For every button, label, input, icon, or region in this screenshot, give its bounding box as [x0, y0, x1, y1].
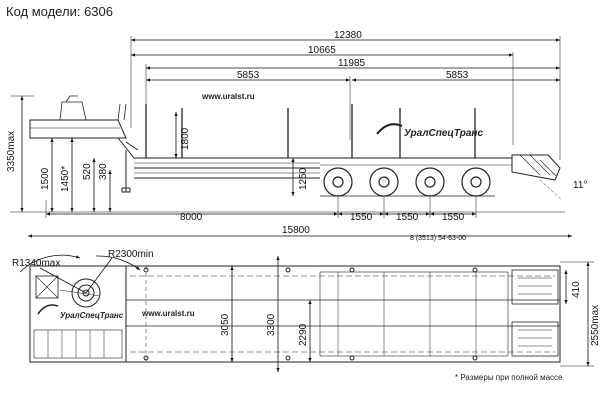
top-website: www.uralst.ru [141, 309, 195, 318]
dim-11985: 11985 [338, 58, 366, 69]
dim-12380: 12380 [334, 30, 362, 41]
dim-r1340: R1340max [12, 258, 60, 269]
side-brand-text: УралСпецТранс [404, 128, 483, 139]
dim-1800: 1800 [180, 127, 191, 150]
dim-410: 410 [571, 281, 582, 298]
top-brand-logo: УралСпецТранс [37, 304, 124, 320]
dim-angle: 11° [573, 180, 587, 191]
side-view-trailer [29, 95, 563, 201]
model-label: Код модели: [6, 4, 81, 19]
model-header: Код модели: 6306 [6, 4, 113, 19]
dim-2290: 2290 [298, 323, 309, 346]
model-value: 6306 [84, 4, 113, 19]
dim-3050: 3050 [220, 313, 231, 336]
phone-number: 8 (3513) 54-63-00 [410, 235, 466, 242]
dim-3350max: 3350max [6, 131, 17, 172]
dim-15800: 15800 [282, 225, 310, 236]
top-brand-text: УралСпецТранс [60, 311, 124, 320]
top-dimensions [130, 36, 561, 160]
dim-r2300: R2300min [108, 249, 154, 260]
side-bottom-dims [28, 196, 572, 238]
dim-520: 520 [82, 163, 93, 180]
dim-1500: 1500 [40, 167, 51, 190]
side-view-wheels [320, 167, 495, 197]
top-view-trailer [29, 265, 561, 363]
dim-380: 380 [98, 163, 109, 180]
footnote: * Размеры при полной массе [455, 373, 563, 382]
dim-1550-a: 1550 [350, 212, 373, 223]
dim-1450: 1450* [60, 166, 71, 192]
side-vertical-dims [10, 95, 565, 213]
dim-1250: 1250 [298, 167, 309, 190]
dim-1550-b: 1550 [396, 212, 419, 223]
dim-2550max: 2550max [590, 305, 600, 346]
turning-radii [19, 254, 141, 294]
dim-5853-left: 5853 [237, 70, 260, 81]
dim-8000: 8000 [180, 212, 203, 223]
side-brand-logo: УралСпецТранс [376, 123, 483, 139]
dim-1550-c: 1550 [442, 212, 465, 223]
dim-5853-right: 5853 [446, 70, 469, 81]
top-view-dims [230, 256, 594, 372]
side-website: www.uralst.ru [201, 92, 255, 101]
dim-3300: 3300 [266, 313, 277, 336]
dim-10665: 10665 [308, 45, 336, 56]
